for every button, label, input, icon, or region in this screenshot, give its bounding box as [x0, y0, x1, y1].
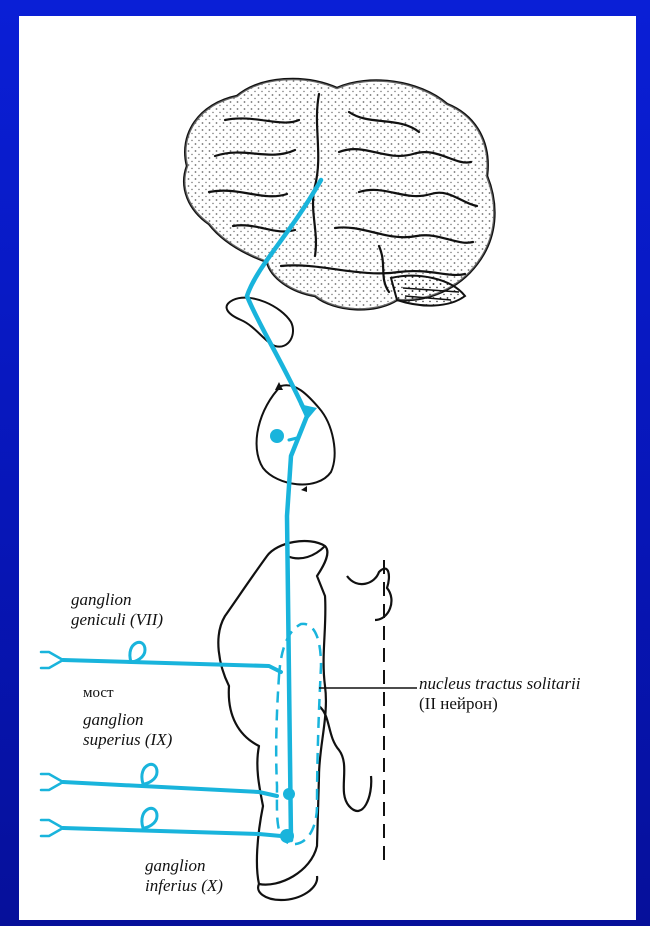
- slide-panel: ganglion geniculi (VII) мост ganglion su…: [19, 16, 636, 920]
- label-second-neuron: (II нейрон): [419, 694, 498, 713]
- label-ganglion-superius-1: ganglion: [83, 710, 143, 729]
- label-ganglion-geniculi-2: geniculi (VII): [71, 610, 163, 629]
- brainstem-outline: [218, 541, 391, 900]
- taste-pathway-diagram: [19, 16, 636, 920]
- label-ganglion-superius-2: superius (IX): [83, 730, 172, 749]
- thalamus-outline: [257, 385, 335, 484]
- nucleus-tractus-solitarii-outline: [276, 624, 321, 844]
- label-nucleus-tractus-solitarii: nucleus tractus solitarii: [419, 674, 581, 693]
- label-pons: мост: [83, 684, 114, 703]
- label-ganglion-geniculi-1: ganglion: [71, 590, 131, 609]
- label-ganglion-inferius-2: inferius (X): [145, 876, 223, 895]
- brain-illustration: [184, 79, 494, 309]
- label-ganglion-inferius-1: ganglion: [145, 856, 205, 875]
